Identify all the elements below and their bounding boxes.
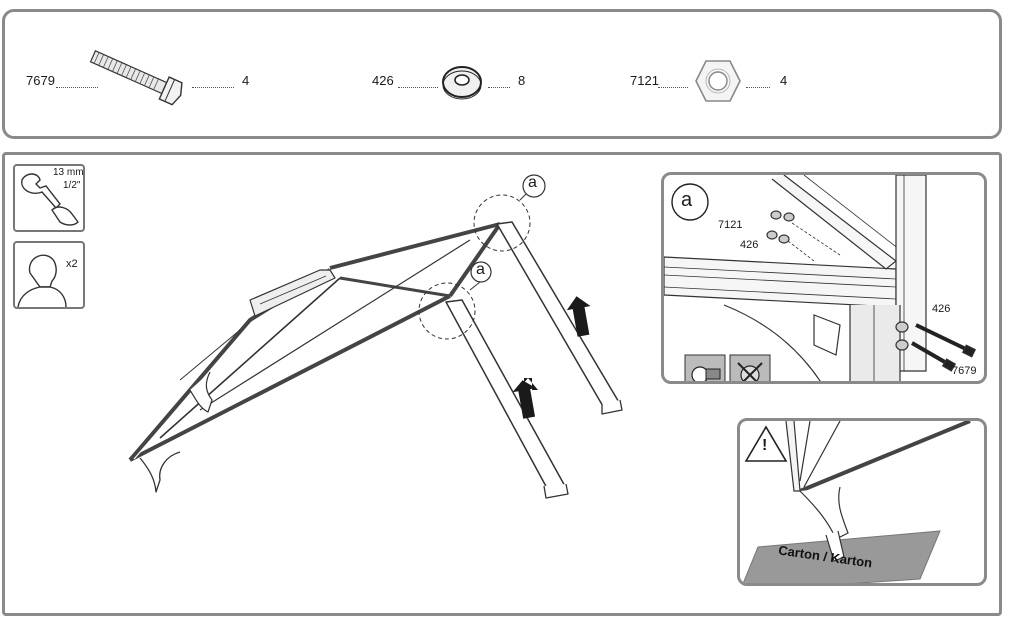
bracket-detail-drawing xyxy=(664,175,977,381)
leader-dots xyxy=(746,87,770,88)
leader-dots xyxy=(658,87,688,88)
label-washer-426-top: 426 xyxy=(740,239,759,251)
warning-triangle-icon xyxy=(744,425,788,462)
carton-warning-drawing xyxy=(742,421,973,583)
leader-dots xyxy=(192,87,234,88)
callout-a-front: a xyxy=(476,261,485,278)
washer-icon xyxy=(442,66,482,100)
wrench-icon xyxy=(21,173,79,226)
leader-dots xyxy=(488,87,510,88)
label-washer-426-right: 426 xyxy=(932,303,951,315)
nut-icon xyxy=(695,60,741,102)
persons-count: x2 xyxy=(66,258,78,270)
warning-inset: ! Carton / Karton xyxy=(737,418,987,586)
bolt-icon xyxy=(89,50,183,106)
parts-list-panel xyxy=(2,9,1002,139)
label-nut-7121: 7121 xyxy=(718,219,743,231)
part-number-washer: 426 xyxy=(372,73,394,88)
callout-a-back: a xyxy=(528,174,537,191)
detail-inset-a: a 7121 426 426 7679 xyxy=(661,172,987,384)
part-number-bolt: 7679 xyxy=(26,73,55,88)
part-qty-nut: 4 xyxy=(780,73,788,88)
leader-dots xyxy=(56,87,98,88)
part-qty-washer: 8 xyxy=(518,73,526,88)
wrench-size-mm: 13 mm xyxy=(53,167,84,178)
leader-dots xyxy=(398,87,438,88)
detail-title-a: a xyxy=(681,189,693,211)
part-number-nut: 7121 xyxy=(630,73,659,88)
lift-arrows xyxy=(512,296,591,419)
part-qty-bolt: 4 xyxy=(242,73,250,88)
label-bolt-7679: 7679 xyxy=(952,365,977,377)
warning-mark: ! xyxy=(762,437,768,454)
wrench-size-in: 1/2" xyxy=(63,180,81,191)
person-icon xyxy=(17,254,67,308)
